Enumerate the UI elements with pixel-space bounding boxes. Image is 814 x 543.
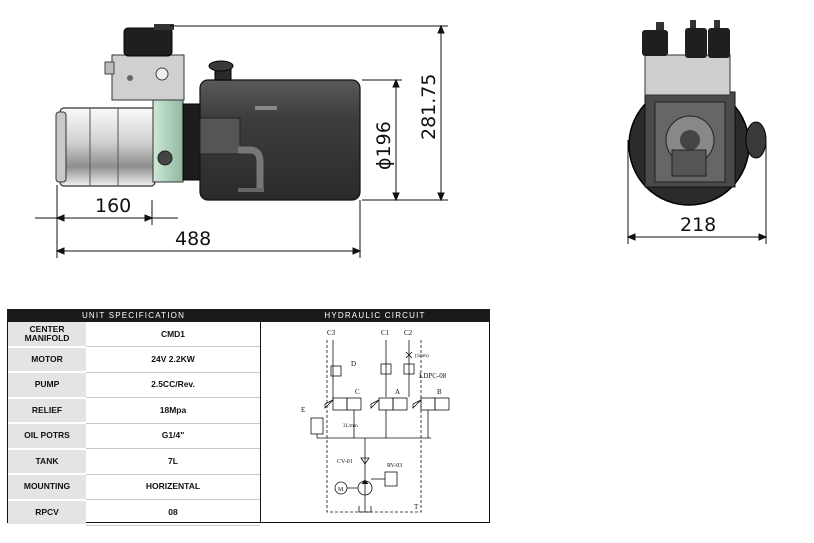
technical-drawing: 160 488 ϕ196 281.75 218	[35, 20, 768, 258]
dim-218: 218	[680, 214, 716, 236]
label-c: C	[355, 388, 360, 396]
end-dimensions	[626, 140, 768, 244]
label-b: B	[437, 388, 442, 396]
spec-table-header: UNIT SPECIFICATION	[7, 309, 260, 322]
dim-488: 488	[175, 228, 211, 250]
solenoid-coil	[123, 27, 173, 57]
pump-flange	[182, 103, 202, 181]
dim-160: 160	[95, 195, 131, 217]
label-orifice: (1mm)	[415, 354, 429, 359]
spec-value: HORIZENTAL	[86, 474, 260, 500]
table-row: TANK 7L	[8, 448, 260, 475]
table-row: MOUNTING HORIZENTAL	[8, 474, 260, 501]
label-cv: CV-01	[337, 459, 353, 465]
end-coil-1	[642, 30, 668, 56]
spec-label: RPCV	[8, 499, 86, 526]
spec-value: 2.5CC/Rev.	[86, 372, 260, 398]
port-c3: C3	[327, 329, 336, 337]
spec-value: G1/4"	[86, 423, 260, 449]
spec-label: MOUNTING	[8, 474, 86, 501]
table-row: OIL POTRS G1/4"	[8, 423, 260, 450]
spec-value: 7L	[86, 448, 260, 475]
pump-adapter	[152, 99, 184, 183]
port-c2: C2	[404, 329, 413, 337]
label-rv: RV-03	[387, 463, 402, 469]
motor-body	[59, 107, 156, 187]
table-row: PUMP 2.5CC/Rev.	[8, 372, 260, 399]
label-tank: T	[414, 503, 419, 511]
spec-value: CMD1	[86, 322, 260, 347]
side-dimensions	[35, 24, 448, 258]
label-motor: M	[338, 487, 344, 493]
table-row: RPCV 08	[8, 499, 260, 526]
dim-196: ϕ196	[373, 121, 395, 170]
spec-label: TANK	[8, 448, 86, 475]
end-view	[628, 20, 767, 206]
motor-endcap	[55, 111, 67, 183]
label-ldpc: LDPC-08	[419, 372, 447, 380]
port-c1: C1	[381, 329, 390, 337]
end-manifold	[644, 54, 731, 96]
circuit-header: HYDRAULIC CIRCUIT	[260, 309, 490, 322]
spec-value: 08	[86, 499, 260, 526]
table-row: RELIEF 18Mpa	[8, 397, 260, 424]
label-d: D	[351, 360, 356, 368]
table-row: MOTOR 24V 2.2KW	[8, 346, 260, 373]
center-manifold	[111, 54, 185, 101]
spec-label: RELIEF	[8, 397, 86, 424]
spec-label: OIL POTRS	[8, 423, 86, 450]
spec-label: PUMP	[8, 372, 86, 399]
filler-cap	[208, 60, 234, 72]
spec-value: 18Mpa	[86, 397, 260, 424]
adapter-bolt	[157, 150, 173, 166]
spec-value: 24V 2.2KW	[86, 346, 260, 373]
end-coil-3	[708, 28, 730, 58]
spec-label: MOTOR	[8, 346, 86, 373]
side-view	[55, 24, 361, 201]
circuit-diagram: C3 C1 C2 D C A B E (1mm) LDPC-08 3L/min …	[301, 329, 450, 513]
end-coil-2	[685, 28, 707, 58]
dim-281-75: 281.75	[418, 74, 440, 140]
hydraulic-circuit: C3 C1 C2 D C A B E (1mm) LDPC-08 3L/min …	[260, 322, 490, 523]
label-a: A	[395, 388, 400, 396]
label-e: E	[301, 406, 305, 414]
label-flow: 3L/min	[343, 424, 358, 429]
